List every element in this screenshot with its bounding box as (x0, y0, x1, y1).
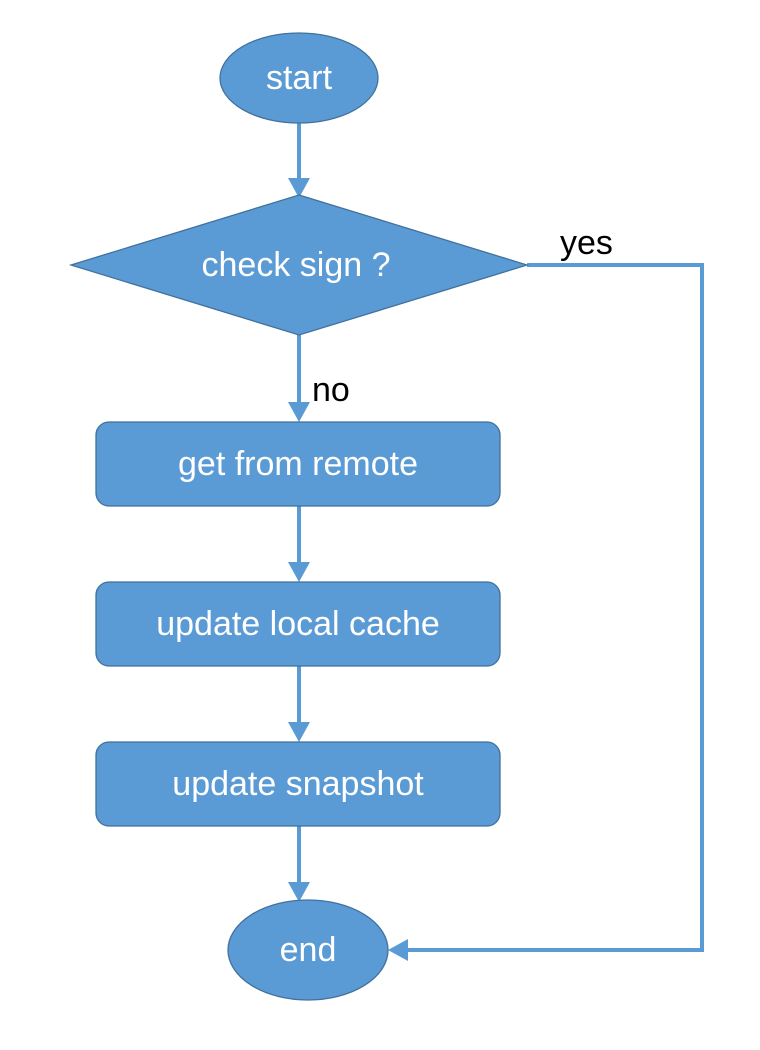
arrowhead-icon (288, 562, 310, 582)
node-start-shape[interactable] (219, 32, 379, 124)
arrowhead-icon (288, 402, 310, 422)
edge-check-sign-to-get-remote (288, 335, 310, 422)
node-check-sign[interactable]: check sign ? (68, 194, 530, 336)
edge-start-to-check-sign (288, 123, 310, 198)
node-get-remote-label: get from remote (178, 445, 418, 483)
node-update-cache[interactable]: update local cache (95, 581, 501, 667)
arrowhead-icon (288, 178, 310, 198)
node-end-shape[interactable] (227, 899, 389, 1001)
node-end-label: end (280, 931, 337, 969)
edge-check-sign-to-end (388, 263, 704, 961)
edge-label-yes: yes (560, 224, 613, 262)
node-check-sign-label: check sign ? (202, 246, 391, 284)
node-update-snap[interactable]: update snapshot (95, 741, 501, 827)
arrowhead-icon (288, 722, 310, 742)
node-start[interactable]: start (219, 32, 379, 124)
arrowhead-icon (388, 939, 408, 961)
node-update-snap-shape[interactable] (95, 741, 501, 827)
arrowhead-icon (288, 882, 310, 902)
edge-label-no: no (312, 371, 350, 409)
edge-get-remote-to-update-cache (288, 506, 310, 582)
node-end[interactable]: end (227, 899, 389, 1001)
node-update-snap-label: update snapshot (172, 765, 424, 803)
node-get-remote[interactable]: get from remote (95, 421, 501, 507)
node-update-cache-label: update local cache (156, 605, 440, 643)
edge-line (400, 263, 704, 952)
node-update-cache-shape[interactable] (95, 581, 501, 667)
node-check-sign-shape[interactable] (68, 194, 530, 336)
edge-update-snap-to-end (288, 826, 310, 902)
node-start-label: start (266, 59, 333, 97)
edge-update-cache-to-update-snap (288, 666, 310, 742)
node-get-remote-shape[interactable] (95, 421, 501, 507)
